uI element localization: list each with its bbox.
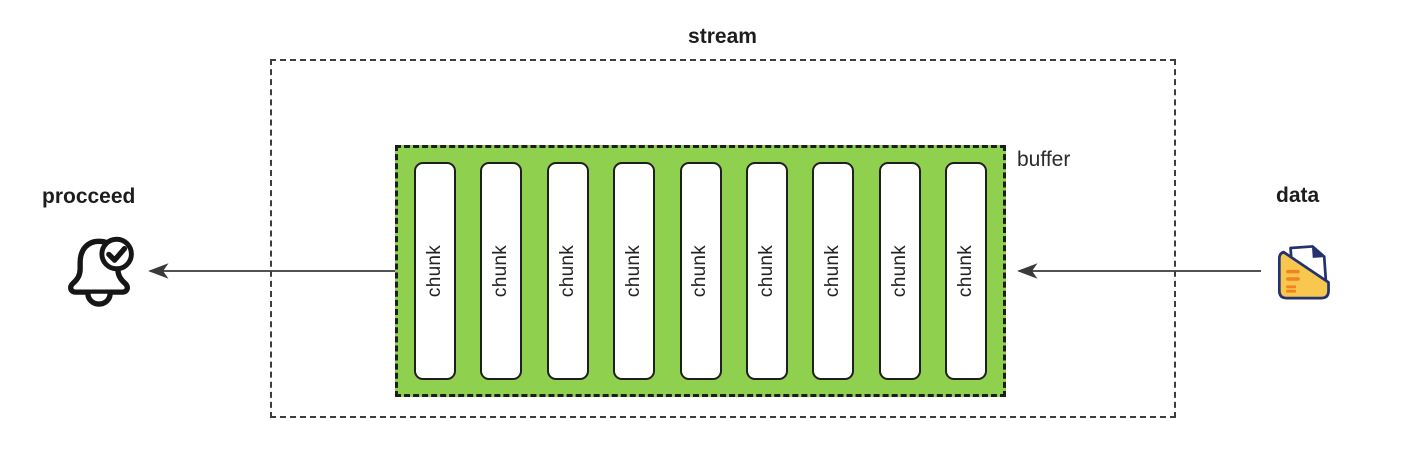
data-label: data	[1276, 184, 1320, 207]
chunk-slot: chunk	[878, 162, 921, 380]
chunk-label: chunk	[623, 244, 645, 298]
chunk-label: chunk	[689, 244, 711, 298]
bell-check-icon	[68, 236, 134, 307]
chunk-slot: chunk	[613, 162, 656, 380]
chunk-label: chunk	[888, 244, 910, 298]
chunk-label: chunk	[490, 244, 512, 298]
chunk-slot: chunk	[679, 162, 722, 380]
chunk-slot: chunk	[546, 162, 589, 380]
chunk-label: chunk	[955, 244, 977, 298]
chunk-slot: chunk	[945, 162, 987, 380]
chunk-label: chunk	[556, 244, 578, 298]
chunk-label: chunk	[822, 244, 844, 298]
proceed-label: procceed	[42, 185, 136, 208]
chunk-label: chunk	[755, 244, 777, 298]
chunk-slot: chunk	[480, 162, 523, 380]
chunk-slot: chunk	[745, 162, 788, 380]
stream-label: stream	[688, 25, 757, 48]
buffer-box: chunk chunk chunk chunk chunk chunk chunk chunk…	[395, 145, 1006, 397]
chunk-label: chunk	[424, 244, 446, 298]
buffer-label: buffer	[1017, 148, 1071, 171]
chunk-slot: chunk	[812, 162, 855, 380]
document-icon	[1277, 245, 1330, 300]
chunk-slot: chunk	[414, 162, 456, 380]
stream-boundary	[270, 59, 1176, 418]
